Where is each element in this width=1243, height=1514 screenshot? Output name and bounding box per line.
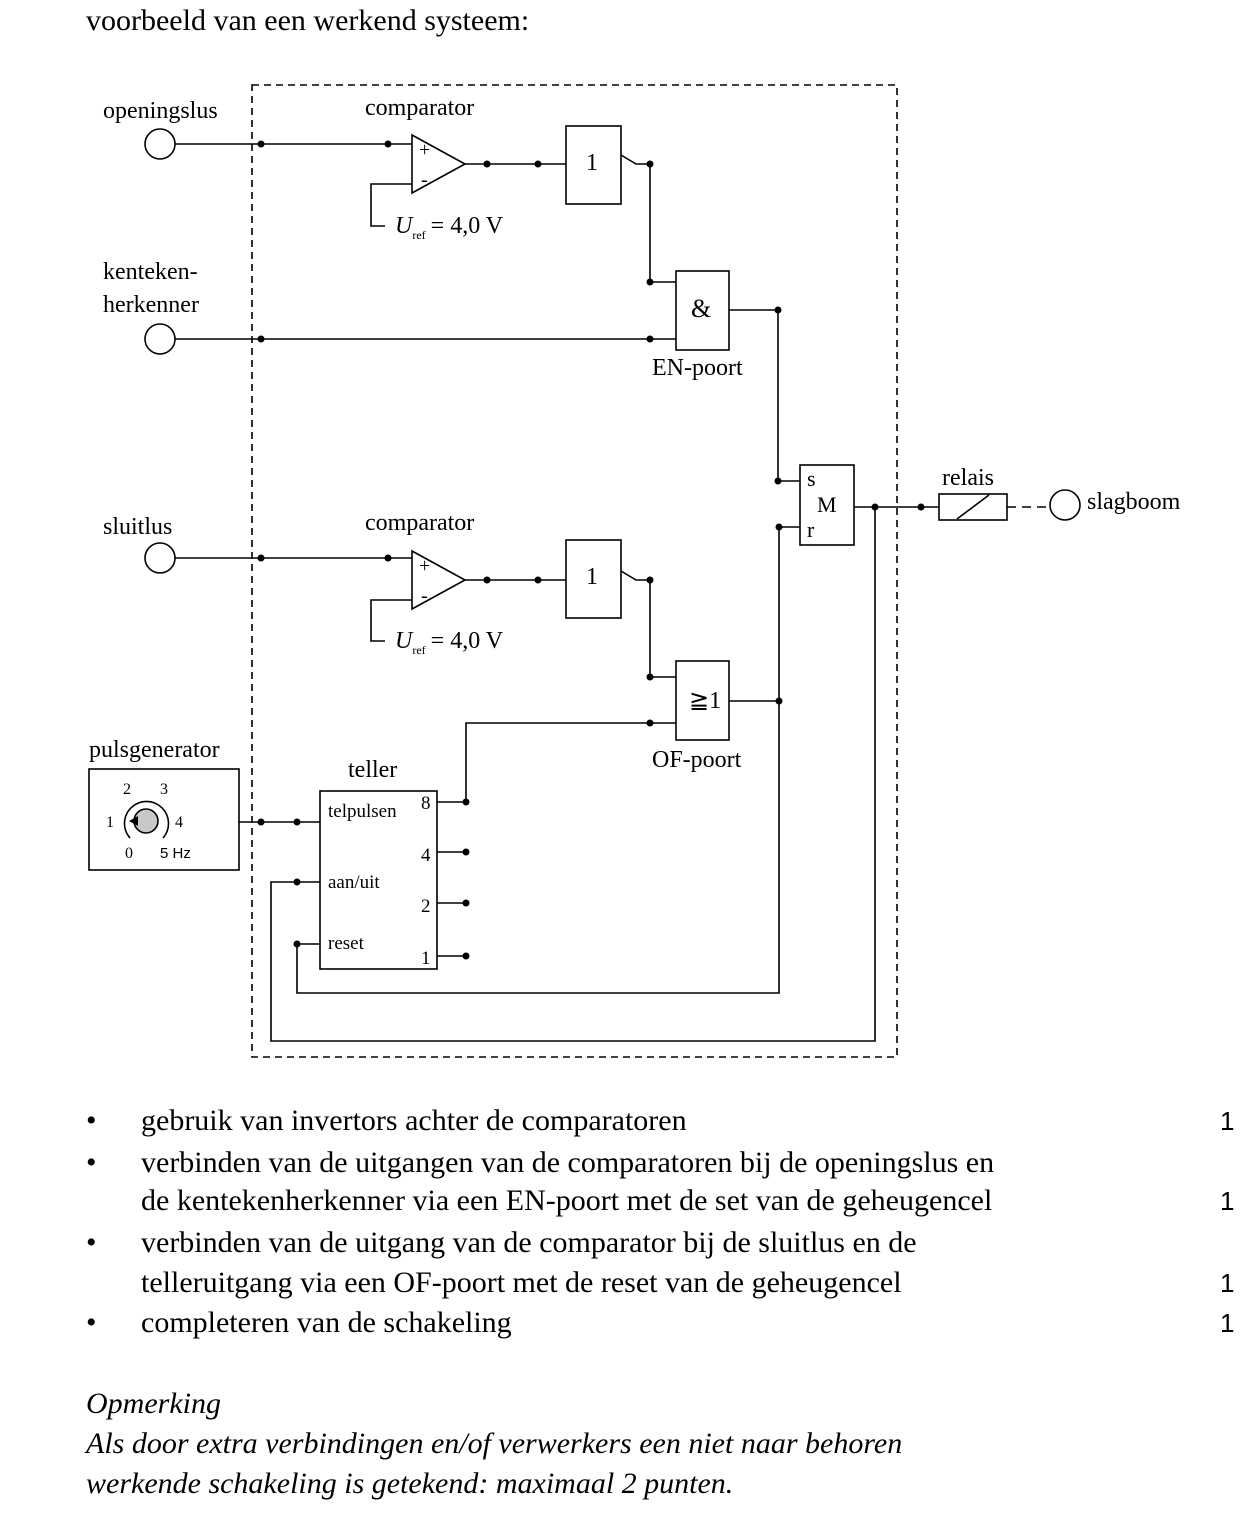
criterion-text: gebruik van invertors achter de comparat… (141, 1104, 687, 1137)
and-gate-symbol: & (691, 294, 711, 323)
memory-r: r (807, 517, 815, 542)
minus-1: - (421, 169, 428, 191)
or-gate-label: OF-poort (652, 747, 742, 773)
memory-cell (799, 464, 855, 546)
label-openingslus: openingslus (103, 98, 218, 124)
bullet: • (86, 1226, 97, 1259)
criterion-text: completeren van de schakeling (141, 1306, 512, 1339)
and-gate-label: EN-poort (652, 355, 743, 381)
dial-mark-4: 4 (175, 814, 183, 831)
uref-2: Uref= 4,0 V (395, 628, 504, 657)
label-relais: relais (942, 465, 994, 491)
label-kenteken-2: herkenner (103, 292, 199, 318)
teller-aan-uit: aan/uit (328, 872, 380, 893)
dial-mark-max: 5 Hz (160, 845, 191, 862)
comparator-2 (411, 549, 467, 611)
criterion-text: verbinden van de uitgang van de comparat… (141, 1226, 917, 1259)
kentekenherkenner-socket (144, 323, 176, 355)
criterion-text: telleruitgang via een OF-poort met de re… (141, 1266, 902, 1299)
memory-s: s (807, 466, 816, 491)
label-pulsgenerator: pulsgenerator (89, 737, 220, 763)
sluitlus-socket (144, 542, 176, 574)
criterion-points: 1 (1220, 1308, 1235, 1338)
system-boundary (251, 84, 898, 1058)
invertor-2 (565, 539, 622, 619)
criterion-points: 1 (1220, 1106, 1235, 1136)
teller-output-1: 1 (421, 948, 431, 969)
bullet: • (86, 1104, 97, 1137)
dial-mark-0: 0 (125, 845, 133, 862)
label-comparator-1: comparator (365, 95, 474, 121)
slagboom-socket (1049, 489, 1081, 521)
teller-output-2: 2 (421, 896, 431, 917)
teller-telpulsen: telpulsen (328, 801, 397, 822)
remark-line-1: Als door extra verbindingen en/of verwer… (86, 1427, 903, 1460)
comparator-1 (411, 133, 467, 195)
invertor-1-label: 1 (586, 150, 598, 176)
label-teller: teller (348, 757, 397, 783)
bullet: • (86, 1146, 97, 1179)
label-slagboom: slagboom (1087, 489, 1181, 515)
dial-mark-3: 3 (160, 781, 168, 798)
teller-box (319, 790, 438, 970)
memory-m: M (817, 492, 837, 517)
plus-1: + (419, 139, 430, 161)
criterion-text: verbinden van de uitgangen van de compar… (141, 1146, 995, 1179)
pulsgenerator-box (88, 768, 240, 871)
intro-text: voorbeeld van een werkend systeem: (86, 4, 530, 37)
criterion-text: de kentekenherkenner via een EN-poort me… (141, 1184, 993, 1217)
invertor-1 (565, 125, 622, 205)
openingslus-socket (144, 128, 176, 160)
uref-1: Uref= 4,0 V (395, 213, 504, 242)
criterion-points: 1 (1220, 1186, 1235, 1216)
label-comparator-2: comparator (365, 510, 474, 536)
remark-title: Opmerking (86, 1387, 221, 1420)
dial-mark-1: 1 (106, 814, 114, 831)
label-sluitlus: sluitlus (103, 514, 172, 540)
criterion-points: 1 (1220, 1268, 1235, 1298)
dial-mark-2: 2 (123, 781, 131, 798)
or-gate-symbol: ≧1 (689, 688, 721, 714)
teller-output-8: 8 (421, 793, 431, 814)
bullet: • (86, 1306, 97, 1339)
remark-line-2: werkende schakeling is getekend: maximaa… (86, 1467, 734, 1500)
teller-reset: reset (328, 933, 365, 954)
logic-circuit-diagram: openingslus kenteken- herkenner sluitlus… (88, 84, 1181, 1058)
minus-2: - (421, 585, 428, 607)
plus-2: + (419, 555, 430, 577)
teller-output-4: 4 (421, 845, 431, 866)
invertor-2-label: 1 (586, 564, 598, 590)
label-kenteken-1: kenteken- (103, 259, 198, 285)
